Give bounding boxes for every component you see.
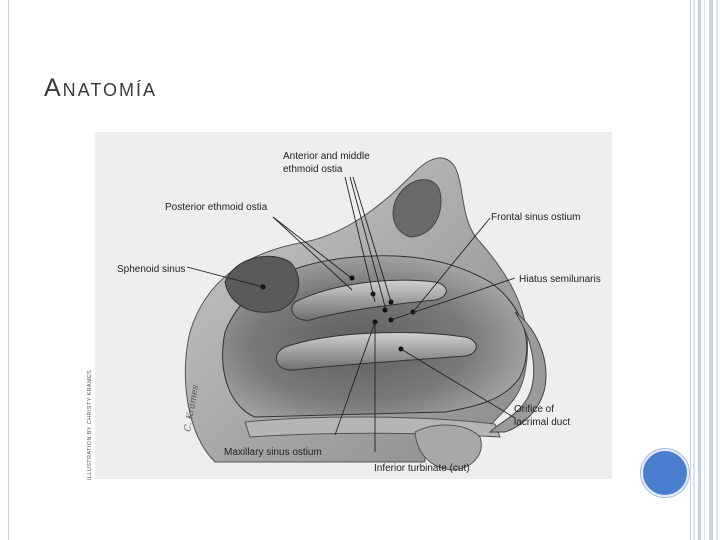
ostium-dot — [383, 308, 388, 313]
label-anterior-middle-line2: ethmoid ostia — [283, 164, 343, 175]
slide-frame-right — [688, 0, 720, 540]
label-anterior-middle-line1: Anterior and middle — [283, 151, 370, 162]
slide-nav-circle[interactable] — [641, 449, 689, 497]
ostium-dot — [350, 276, 355, 281]
label-maxillary-sinus: Maxillary sinus ostium — [224, 447, 322, 458]
label-frontal-sinus: Frontal sinus ostium — [491, 212, 580, 223]
slide-title: Anatomía — [44, 74, 157, 103]
slide-frame-left — [8, 0, 9, 540]
label-hiatus-semilunaris: Hiatus semilunaris — [519, 274, 601, 285]
label-lacrimal-line1: Orifice of — [514, 404, 554, 415]
label-lacrimal-line2: lacrimal duct — [514, 417, 570, 428]
label-sphenoid-sinus: Sphenoid sinus — [117, 264, 185, 275]
label-posterior-ethmoid: Posterior ethmoid ostia — [165, 202, 268, 213]
illustration-credit: ILLUSTRATION BY CHRISTY KRAMES — [87, 370, 93, 480]
nasal-anatomy-diagram: Anterior and middle ethmoid ostia Poster… — [95, 132, 612, 479]
label-inferior-turbinate: Inferior turbinate (cut) — [374, 463, 470, 474]
